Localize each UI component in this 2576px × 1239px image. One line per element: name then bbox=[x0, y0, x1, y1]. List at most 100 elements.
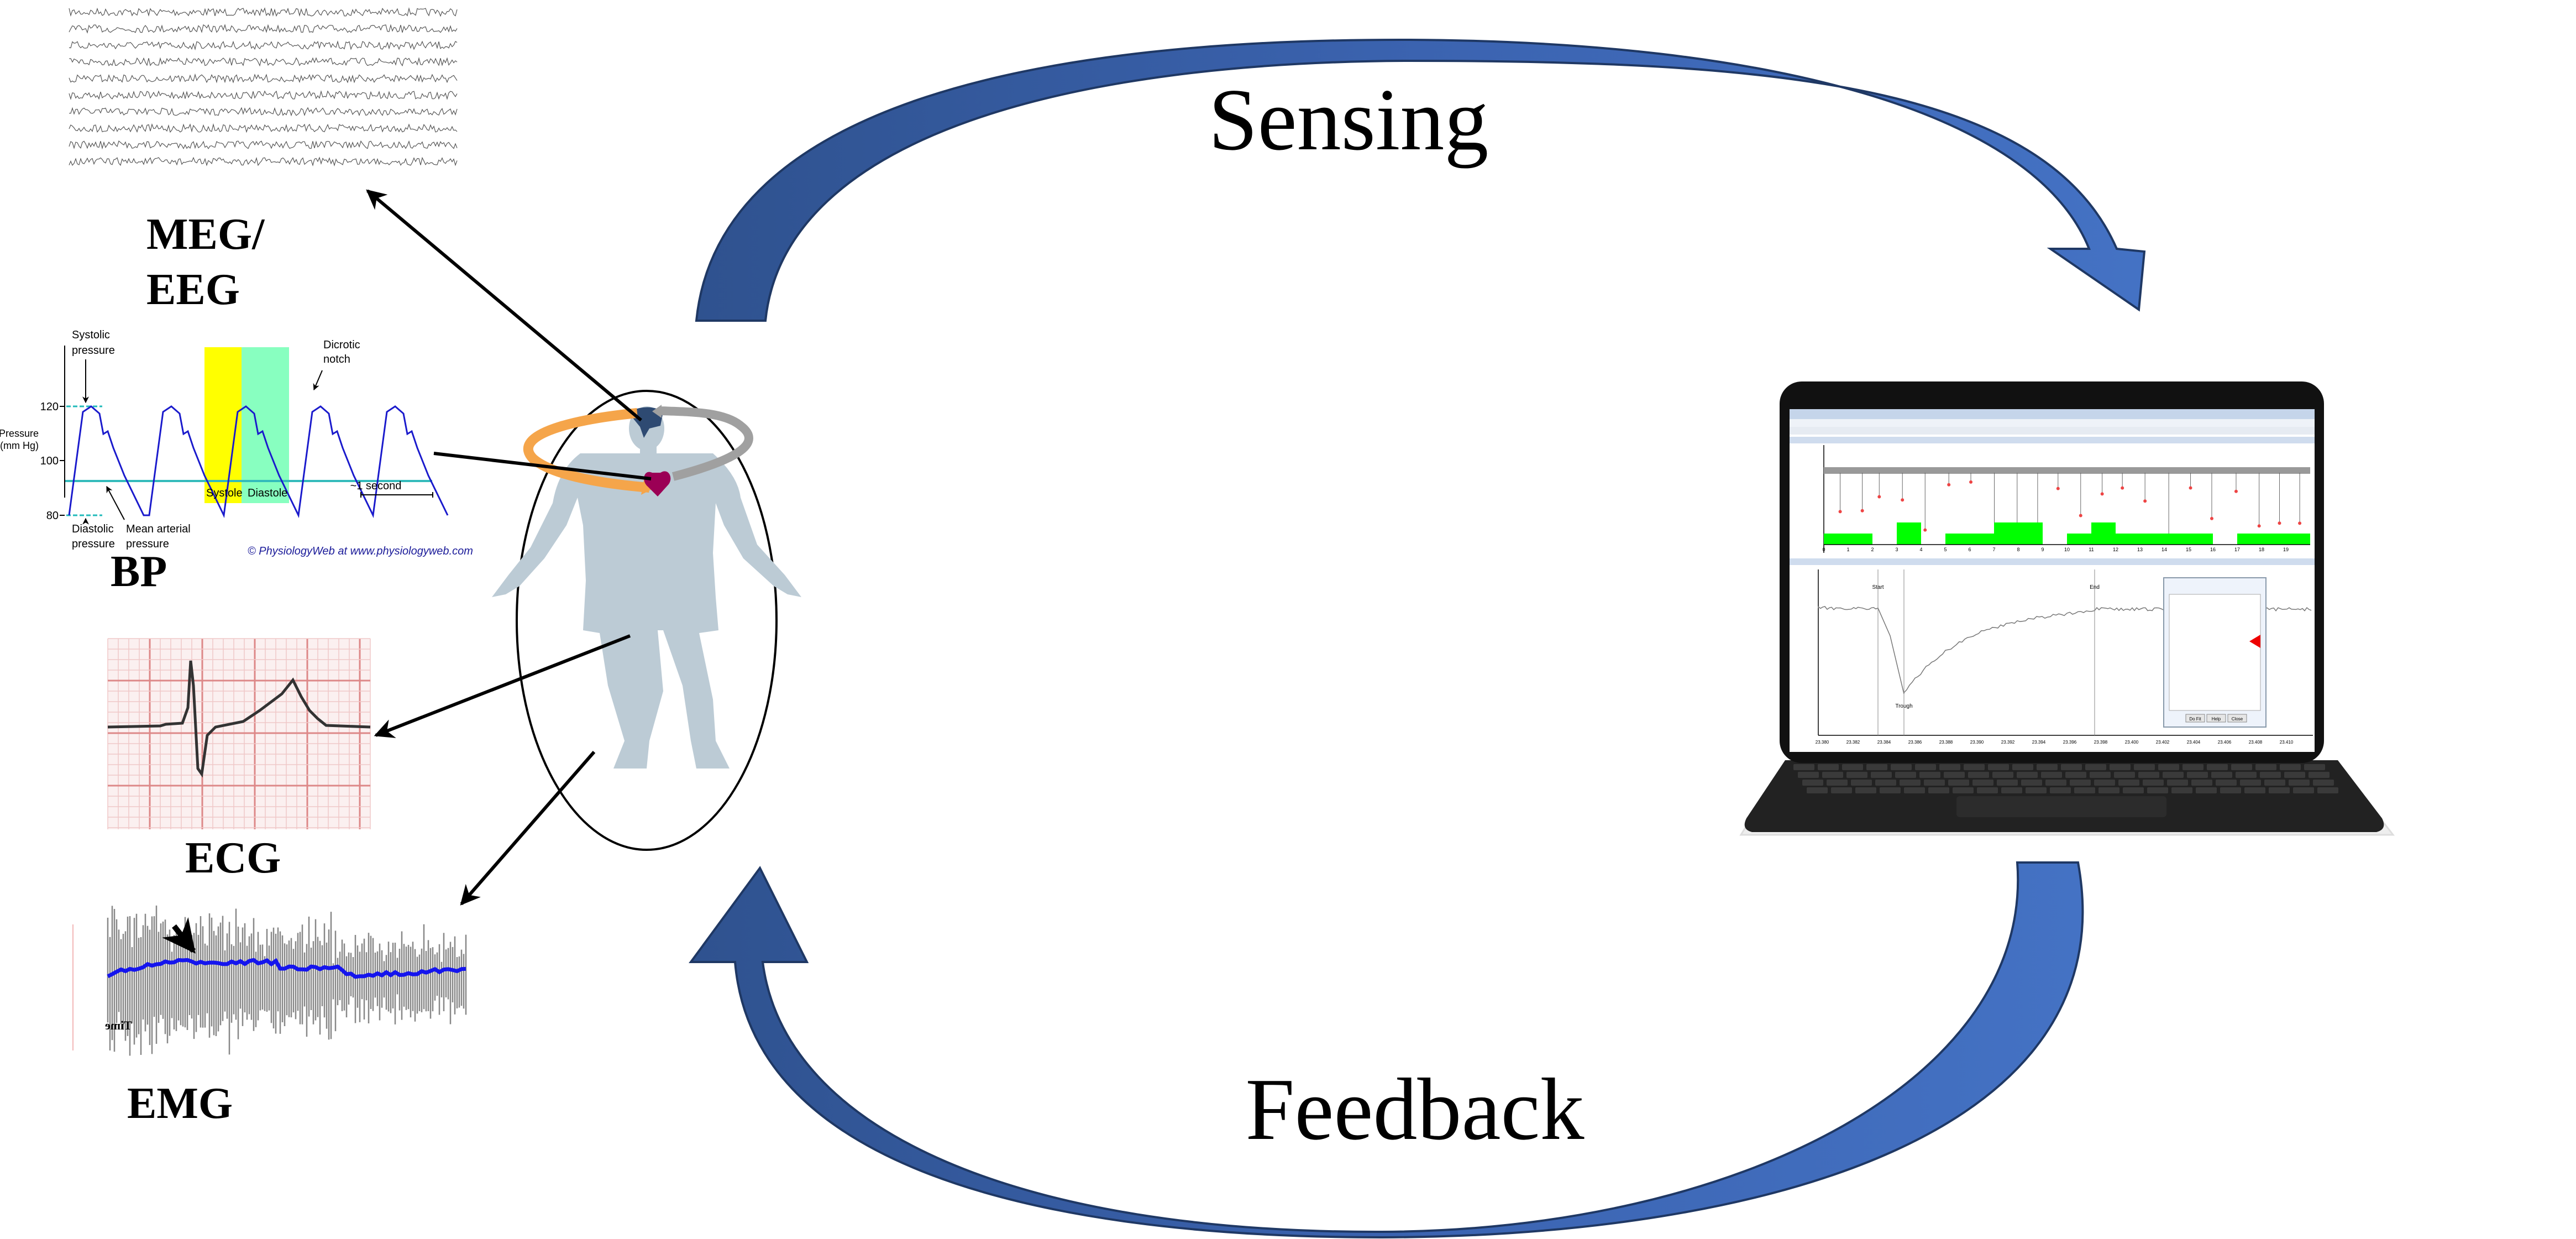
diastole-label: Diastole bbox=[248, 487, 287, 499]
bottom-x-tick: 23.404 bbox=[2187, 740, 2201, 745]
diastolic-label-2: pressure bbox=[72, 538, 115, 550]
event-marker bbox=[2189, 486, 2192, 490]
eeg-trace bbox=[69, 40, 458, 51]
sensing-label: Sensing bbox=[1209, 70, 1489, 169]
histogram-bar bbox=[2116, 534, 2140, 545]
feedback-arrow bbox=[689, 861, 2084, 1239]
keyboard-key bbox=[1842, 764, 1863, 770]
event-marker bbox=[2234, 489, 2238, 493]
keyboard-key bbox=[1793, 764, 1814, 770]
event-marker bbox=[2143, 499, 2147, 503]
bottom-x-tick: 23.382 bbox=[1846, 740, 1860, 745]
current-trace bbox=[1824, 467, 2310, 474]
bottom-x-tick: 23.390 bbox=[1970, 740, 1984, 745]
keyboard-key bbox=[1900, 780, 1921, 786]
top-x-tick: 6 bbox=[1968, 547, 1971, 552]
event-marker bbox=[2100, 492, 2104, 496]
keyboard-key bbox=[1939, 764, 1960, 770]
keyboard-key bbox=[1851, 780, 1872, 786]
keyboard-key bbox=[2147, 787, 2168, 793]
eeg-trace bbox=[69, 73, 458, 83]
histogram-bar bbox=[2237, 534, 2262, 545]
keyboard-key bbox=[1953, 787, 1974, 793]
keyboard-key bbox=[2041, 772, 2062, 778]
eeg-label-line2: EEG bbox=[146, 265, 240, 314]
human-figure bbox=[492, 390, 801, 851]
keyboard-key bbox=[2012, 764, 2033, 770]
keyboard-key bbox=[2182, 764, 2203, 770]
histogram-bar bbox=[1848, 534, 1872, 545]
keyboard-key bbox=[2236, 772, 2257, 778]
bottom-x-tick: 23.394 bbox=[2032, 740, 2046, 745]
keyboard-key bbox=[1880, 787, 1901, 793]
keyboard-key bbox=[1924, 780, 1945, 786]
keyboard-key bbox=[2231, 764, 2252, 770]
systole-label: Systole bbox=[206, 487, 243, 499]
keyboard-key bbox=[2114, 772, 2135, 778]
keyboard-key bbox=[2216, 780, 2237, 786]
event-marker bbox=[1901, 498, 1905, 502]
top-x-tick: 17 bbox=[2234, 547, 2240, 552]
top-x-tick: 12 bbox=[2113, 547, 2118, 552]
dicrotic-label-2: notch bbox=[323, 353, 350, 365]
keyboard-key bbox=[1948, 780, 1969, 786]
event-marker bbox=[1947, 483, 1951, 487]
top-x-tick: 2 bbox=[1871, 547, 1874, 552]
event-marker bbox=[1969, 480, 1973, 484]
top-x-tick: 8 bbox=[2017, 547, 2019, 552]
eeg-trace bbox=[69, 123, 458, 133]
keyboard-key bbox=[2110, 764, 2131, 770]
dicrotic-label-1: Dicrotic bbox=[323, 339, 360, 351]
eeg-trace bbox=[69, 140, 458, 150]
bp-tick-80: 80 bbox=[46, 510, 59, 522]
keyboard-key bbox=[1891, 764, 1912, 770]
keyboard-key bbox=[1904, 787, 1925, 793]
mean-label-2: pressure bbox=[126, 538, 169, 550]
bottom-x-tick: 23.410 bbox=[2280, 740, 2294, 745]
keyboard-key bbox=[2158, 764, 2179, 770]
orange-loop-arrow bbox=[523, 408, 650, 493]
histogram-bar bbox=[2018, 522, 2043, 545]
ecg-chart bbox=[107, 638, 371, 829]
diastolic-label-1: Diastolic bbox=[72, 523, 114, 535]
top-x-tick: 1 bbox=[1846, 547, 1849, 552]
keyboard-key bbox=[1798, 772, 1819, 778]
keyboard-key bbox=[1968, 772, 1989, 778]
keyboard-key bbox=[2045, 780, 2066, 786]
bottom-x-tick: 23.380 bbox=[1816, 740, 1829, 745]
keyboard-key bbox=[1988, 764, 2009, 770]
keyboard-key bbox=[2284, 772, 2305, 778]
dialog-button-label: Do Fit bbox=[2189, 717, 2201, 722]
keyboard-key bbox=[1871, 772, 1892, 778]
top-x-tick: 15 bbox=[2186, 547, 2191, 552]
histogram-bar bbox=[1945, 534, 1970, 545]
bottom-x-tick: 23.406 bbox=[2218, 740, 2232, 745]
keyboard-key bbox=[1944, 772, 1965, 778]
dialog-button bbox=[2227, 714, 2247, 723]
keyboard-key bbox=[2264, 780, 2285, 786]
keyboard-key bbox=[2090, 772, 2111, 778]
ecg-waveform bbox=[107, 660, 371, 778]
keyboard-key bbox=[2118, 780, 2139, 786]
keyboard-key bbox=[2260, 772, 2281, 778]
keyboard-key bbox=[1807, 787, 1828, 793]
keyboard-key bbox=[1928, 787, 1949, 793]
keyboard-key bbox=[1972, 780, 1993, 786]
dialog-button-label: Help bbox=[2212, 717, 2221, 722]
top-x-tick: 14 bbox=[2161, 547, 2167, 552]
bottom-x-tick: 23.388 bbox=[1939, 740, 1953, 745]
keyboard-key bbox=[2244, 787, 2265, 793]
diastole-band bbox=[242, 347, 289, 503]
connector-arrows bbox=[366, 189, 652, 906]
bp-credit: © PhysiologyWeb at www.physiologyweb.com bbox=[248, 545, 473, 557]
keyboard-key bbox=[2138, 772, 2159, 778]
event-marker bbox=[1860, 509, 1864, 513]
keyboard-key bbox=[1964, 764, 1985, 770]
keyboard-key bbox=[2134, 764, 2155, 770]
keyboard-key bbox=[2123, 787, 2144, 793]
histogram-bar bbox=[1970, 534, 1994, 545]
bp-ylabel-2: (mm Hg) bbox=[0, 440, 39, 451]
keyboard-key bbox=[2001, 787, 2022, 793]
eeg-trace bbox=[69, 156, 458, 167]
